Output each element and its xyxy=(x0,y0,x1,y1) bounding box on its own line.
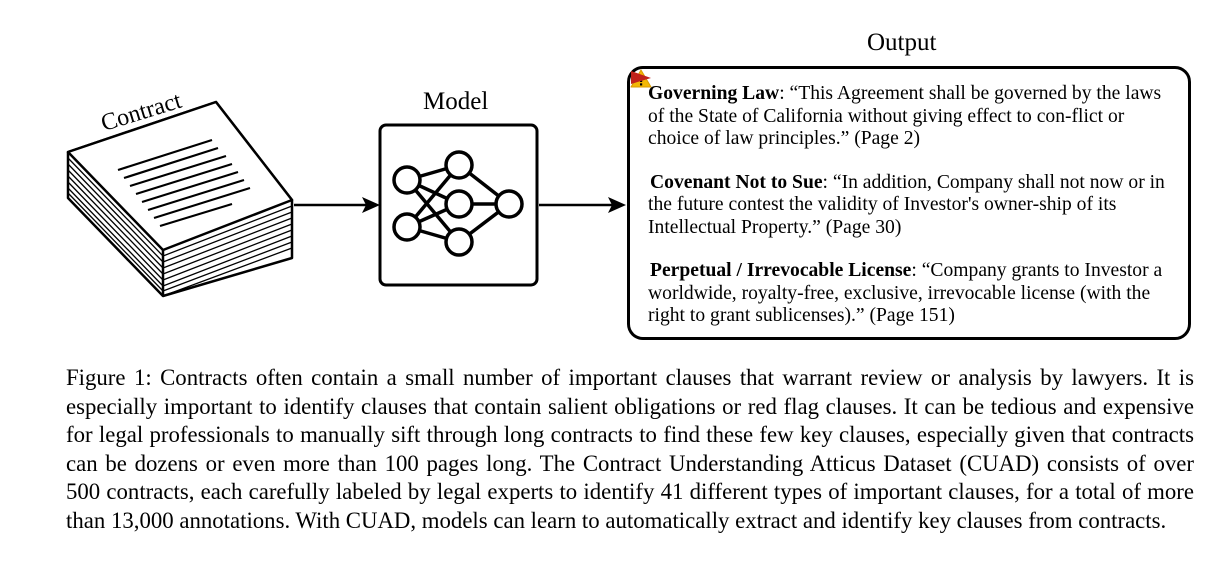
clause-title: Covenant Not to Sue xyxy=(650,171,823,193)
clause-text: : “Company grants to Investor a worldwid… xyxy=(648,260,1163,326)
clause-governing-law: Governing Law: “This Agreement shall be … xyxy=(648,83,1178,151)
figure-caption: Figure 1: Contracts often contain a smal… xyxy=(66,364,1194,535)
neural-network-icon xyxy=(392,150,524,257)
model-label: Model xyxy=(423,88,489,115)
contract-document-icon xyxy=(66,100,294,298)
diagram-graphics xyxy=(66,100,626,298)
output-box: Governing Law: “This Agreement shall be … xyxy=(627,66,1191,340)
clause-covenant-not-to-sue: Covenant Not to Sue: “In addition, Compa… xyxy=(630,69,1178,240)
clause-title: Perpetual / Irrevocable License xyxy=(650,260,912,281)
arrow-to-model xyxy=(294,197,380,213)
figure-diagram: Contract Model Output Governing Law: “Th… xyxy=(66,29,1191,340)
clause-text: : “In addition, Company shall not now or… xyxy=(648,171,1165,238)
arrow-to-output xyxy=(539,197,626,213)
output-label: Output xyxy=(867,29,937,56)
clause-title: Governing Law xyxy=(648,83,780,104)
clause-perpetual-license: Perpetual / Irrevocable License: “Compan… xyxy=(631,71,1178,328)
clause-text: : “This Agreement shall be governed by t… xyxy=(648,83,1162,149)
caption-text: Figure 1: Contracts often contain a smal… xyxy=(66,365,1194,533)
